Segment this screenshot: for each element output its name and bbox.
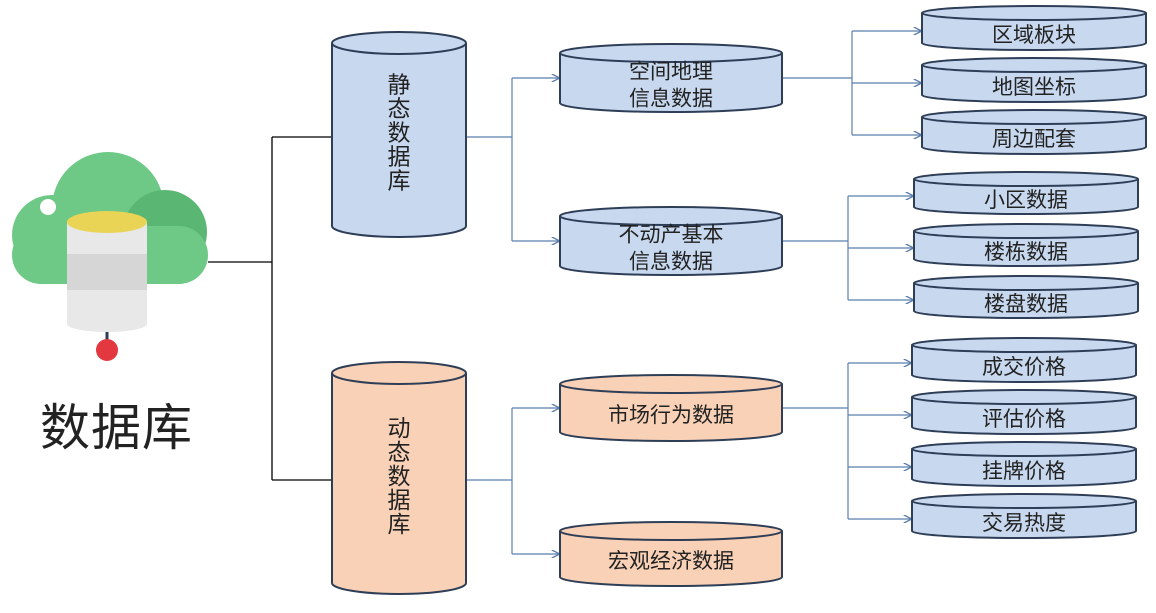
item-node: 交易热度 — [911, 493, 1137, 539]
item-label: 楼栋数据 — [984, 240, 1068, 264]
item-node-top — [921, 5, 1147, 21]
item-node-top — [921, 109, 1147, 125]
category-macro: 宏观经济数据 — [559, 521, 783, 587]
database-dynamic: 动态数据库 — [331, 361, 467, 595]
item-node-body — [911, 501, 1137, 539]
item-node: 区域板块 — [921, 5, 1147, 51]
item-node: 周边配套 — [921, 109, 1147, 155]
item-label: 成交价格 — [982, 355, 1066, 379]
item-node-body — [913, 179, 1139, 215]
item-node: 小区数据 — [913, 171, 1139, 215]
item-node-top — [913, 171, 1139, 187]
item-node-top — [913, 223, 1139, 239]
database-label-dynamic: 动态数据库 — [388, 416, 411, 538]
connector-lines — [208, 31, 921, 554]
category-label-realestate: 不动产基本 — [619, 223, 724, 247]
item-node-body — [913, 283, 1139, 319]
item-node: 地图坐标 — [921, 57, 1147, 103]
item-label: 交易热度 — [982, 511, 1066, 535]
item-node: 评估价格 — [911, 389, 1137, 435]
category-macro-body — [559, 531, 783, 587]
item-label: 地图坐标 — [992, 75, 1076, 99]
item-node: 挂牌价格 — [911, 441, 1137, 487]
category-macro-top — [559, 521, 783, 541]
item-node-body — [921, 65, 1147, 103]
database-label-char: 态 — [388, 97, 411, 123]
database-label-char: 库 — [388, 512, 411, 538]
item-node-body — [921, 13, 1147, 51]
category-realestate-body — [559, 216, 783, 276]
item-node-body — [911, 449, 1137, 487]
database-label-char: 据 — [388, 145, 411, 171]
item-label: 评估价格 — [982, 407, 1066, 431]
item-label: 周边配套 — [992, 127, 1076, 151]
database-label-char: 动 — [388, 416, 411, 442]
category-market-top — [559, 374, 783, 394]
item-node: 成交价格 — [911, 337, 1137, 383]
item-node-body — [911, 397, 1137, 435]
category-market-body — [559, 384, 783, 442]
item-node-body — [921, 117, 1147, 155]
database-dynamic-body — [331, 373, 467, 595]
category-market: 市场行为数据 — [559, 374, 783, 442]
category-label-macro: 宏观经济数据 — [608, 549, 734, 573]
item-node-top — [911, 337, 1137, 353]
item-label: 楼盘数据 — [984, 292, 1068, 316]
item-node-top — [911, 441, 1137, 457]
database-label-char: 数 — [388, 121, 411, 147]
category-label-realestate: 信息数据 — [629, 250, 713, 274]
diagram-nodes: 静态数据库空间地理信息数据区域板块地图坐标周边配套不动产基本信息数据小区数据楼栋… — [331, 5, 1147, 595]
item-label: 挂牌价格 — [982, 459, 1066, 483]
database-label-char: 态 — [388, 440, 411, 466]
database-static-top — [331, 31, 467, 55]
database-dynamic-top — [331, 361, 467, 385]
database-static: 静态数据库 — [331, 31, 467, 238]
cloud-database-icon — [12, 152, 208, 361]
category-label-spatial: 空间地理 — [629, 60, 713, 84]
category-label-spatial: 信息数据 — [629, 87, 713, 111]
connection-pin-icon — [96, 332, 118, 361]
item-node-body — [911, 345, 1137, 383]
database-label-char: 数 — [388, 464, 411, 490]
root-title: 数据库 — [40, 399, 193, 457]
database-label-char: 静 — [388, 73, 411, 99]
category-spatial-top — [559, 43, 783, 63]
item-node: 楼盘数据 — [913, 275, 1139, 319]
item-node: 楼栋数据 — [913, 223, 1139, 267]
database-static-body — [331, 43, 467, 238]
item-node-top — [911, 389, 1137, 405]
database-label-static: 静态数据库 — [388, 73, 411, 195]
item-label: 区域板块 — [992, 23, 1076, 47]
item-node-top — [921, 57, 1147, 73]
category-label-market: 市场行为数据 — [608, 403, 734, 427]
item-node-top — [913, 275, 1139, 291]
item-node-body — [913, 231, 1139, 267]
item-node-top — [911, 493, 1137, 509]
category-spatial-body — [559, 53, 783, 113]
database-cylinder-icon — [67, 211, 147, 332]
database-label-char: 据 — [388, 488, 411, 514]
category-realestate-top — [559, 206, 783, 226]
database-label-char: 库 — [388, 169, 411, 195]
item-label: 小区数据 — [984, 188, 1068, 212]
